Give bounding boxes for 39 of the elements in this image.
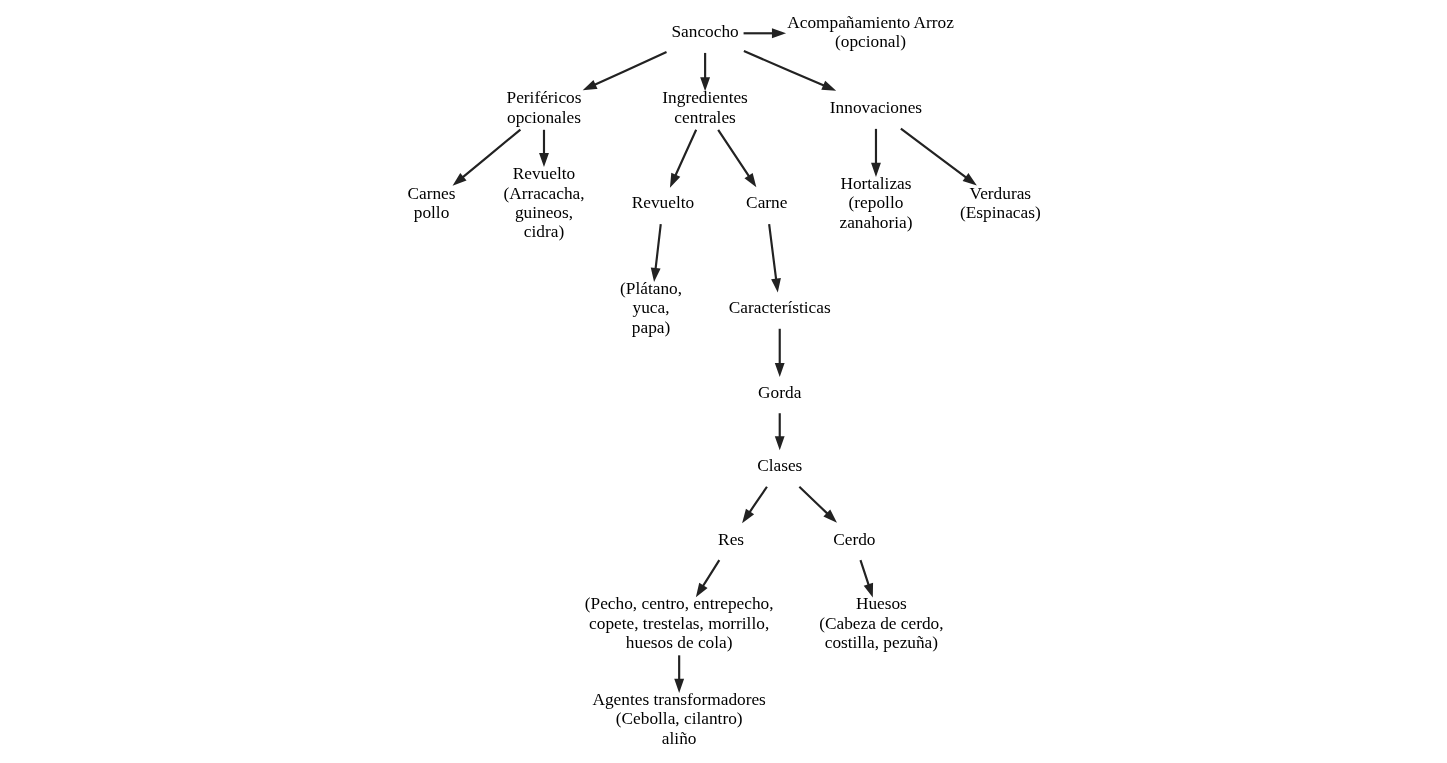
node-text: Revuelto (Arracacha, guineos, cidra) xyxy=(503,164,585,242)
arrow xyxy=(743,28,787,39)
arrow xyxy=(717,129,757,188)
node-text: Gorda xyxy=(758,382,802,402)
arrow xyxy=(798,486,837,523)
arrow xyxy=(900,127,977,186)
arrow xyxy=(669,129,698,188)
node-text: Ingredientes centrales xyxy=(662,88,748,127)
arrow xyxy=(695,559,721,598)
node-text: Clases xyxy=(757,456,803,476)
arrow xyxy=(859,559,874,598)
node-text: Huesos (Cabeza de cerdo, costilla, pezuña) xyxy=(819,594,944,653)
node-text: Res xyxy=(718,529,745,549)
node-text: Hortalizas (repollo zanahoria) xyxy=(839,173,913,232)
node-text: (Plátano, yuca, papa) xyxy=(620,278,683,337)
arrow xyxy=(582,51,667,91)
node-text: Revuelto xyxy=(631,193,695,213)
arrow xyxy=(743,50,837,91)
node-text: Carne xyxy=(746,193,788,213)
node-text: Innovaciones xyxy=(829,98,923,118)
arrow xyxy=(774,413,785,451)
arrow xyxy=(650,223,662,282)
arrow xyxy=(871,128,881,177)
arrow xyxy=(674,655,685,693)
arrow xyxy=(742,486,768,524)
node-text: Sancocho xyxy=(671,22,739,42)
node-text: Acompañamiento Arroz (opcional) xyxy=(787,12,954,52)
node-text: Verduras (Espinacas) xyxy=(959,183,1041,222)
arrow xyxy=(539,129,549,168)
arrow xyxy=(700,52,711,92)
arrow xyxy=(452,128,522,186)
node-text: Carnes pollo xyxy=(407,183,456,222)
node-text: (Pecho, centro, entrepecho, copete, trestelas, morrillo, huesos de cola) xyxy=(584,594,774,653)
arrow xyxy=(774,328,785,377)
arrow xyxy=(768,223,781,293)
node-text: Cerdo xyxy=(833,529,876,549)
node-text: Periféricos opcionales xyxy=(506,88,582,127)
node-text: Características xyxy=(728,298,831,318)
node-text: Agentes transformadores (Cebolla, cilantro) aliño xyxy=(592,689,766,748)
